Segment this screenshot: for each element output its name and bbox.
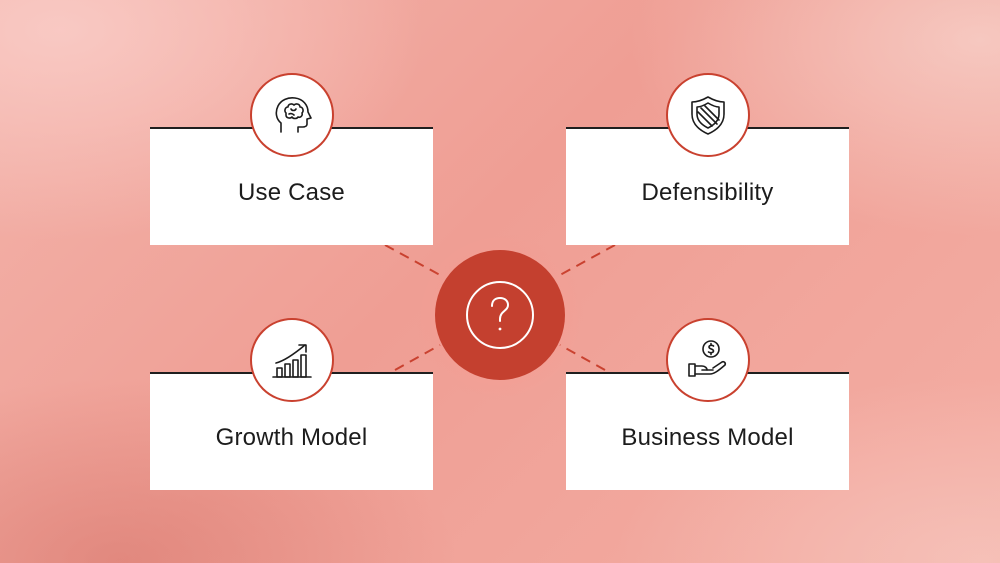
card-label-defensibility: Defensibility — [641, 179, 774, 206]
card-label-business-model: Business Model — [621, 424, 794, 451]
growth-chart-icon — [250, 318, 334, 402]
center-inner-ring — [466, 281, 534, 349]
center-question-badge — [435, 250, 565, 380]
card-label-use-case: Use Case — [238, 179, 345, 206]
shield-icon — [666, 73, 750, 157]
question-mark-icon — [491, 296, 510, 331]
money-hand-icon — [666, 318, 750, 402]
card-label-growth-model: Growth Model — [215, 424, 368, 451]
brain-head-icon — [250, 73, 334, 157]
